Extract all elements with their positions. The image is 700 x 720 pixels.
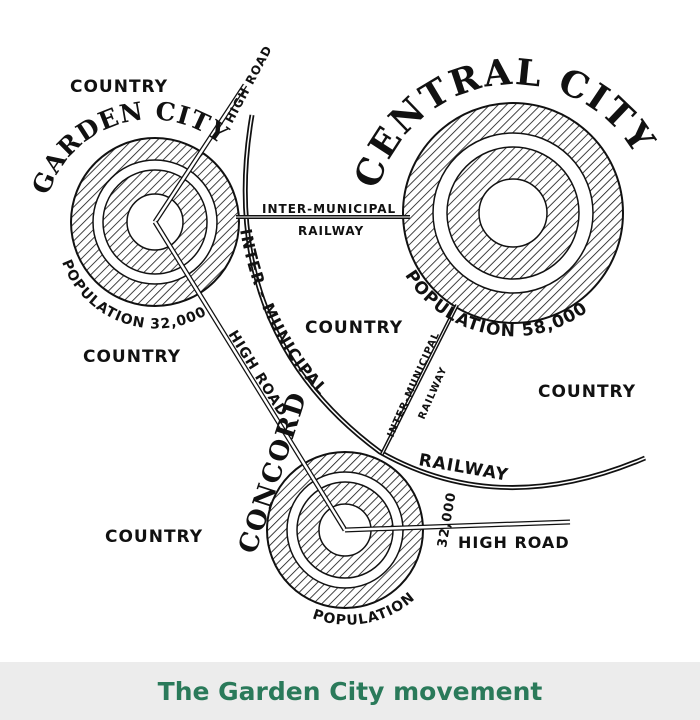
high-road-label: HIGH ROAD bbox=[458, 533, 570, 552]
caption-title: The Garden City movement bbox=[157, 676, 543, 706]
country-label: COUNTRY bbox=[538, 382, 636, 402]
railways bbox=[236, 114, 646, 491]
high-road-label: HIGH ROAD bbox=[222, 43, 275, 125]
country-label: COUNTRY bbox=[70, 77, 168, 97]
high-roads bbox=[152, 83, 571, 533]
concord-population-value: 32,000 bbox=[435, 491, 460, 549]
country-label: COUNTRY bbox=[305, 318, 403, 338]
railway-label: RAILWAY bbox=[417, 450, 510, 485]
country-label: COUNTRY bbox=[105, 527, 203, 547]
garden-city-diagram: GARDEN CITY POPULATION 32,000 CENTRAL CI… bbox=[26, 43, 661, 629]
central-city-rings bbox=[402, 102, 624, 324]
railway-label: INTER-MUNICIPAL bbox=[262, 202, 396, 216]
caption-bar: The Garden City movement bbox=[0, 662, 700, 720]
country-label: COUNTRY bbox=[83, 347, 181, 367]
railway-label: RAILWAY bbox=[298, 224, 364, 238]
